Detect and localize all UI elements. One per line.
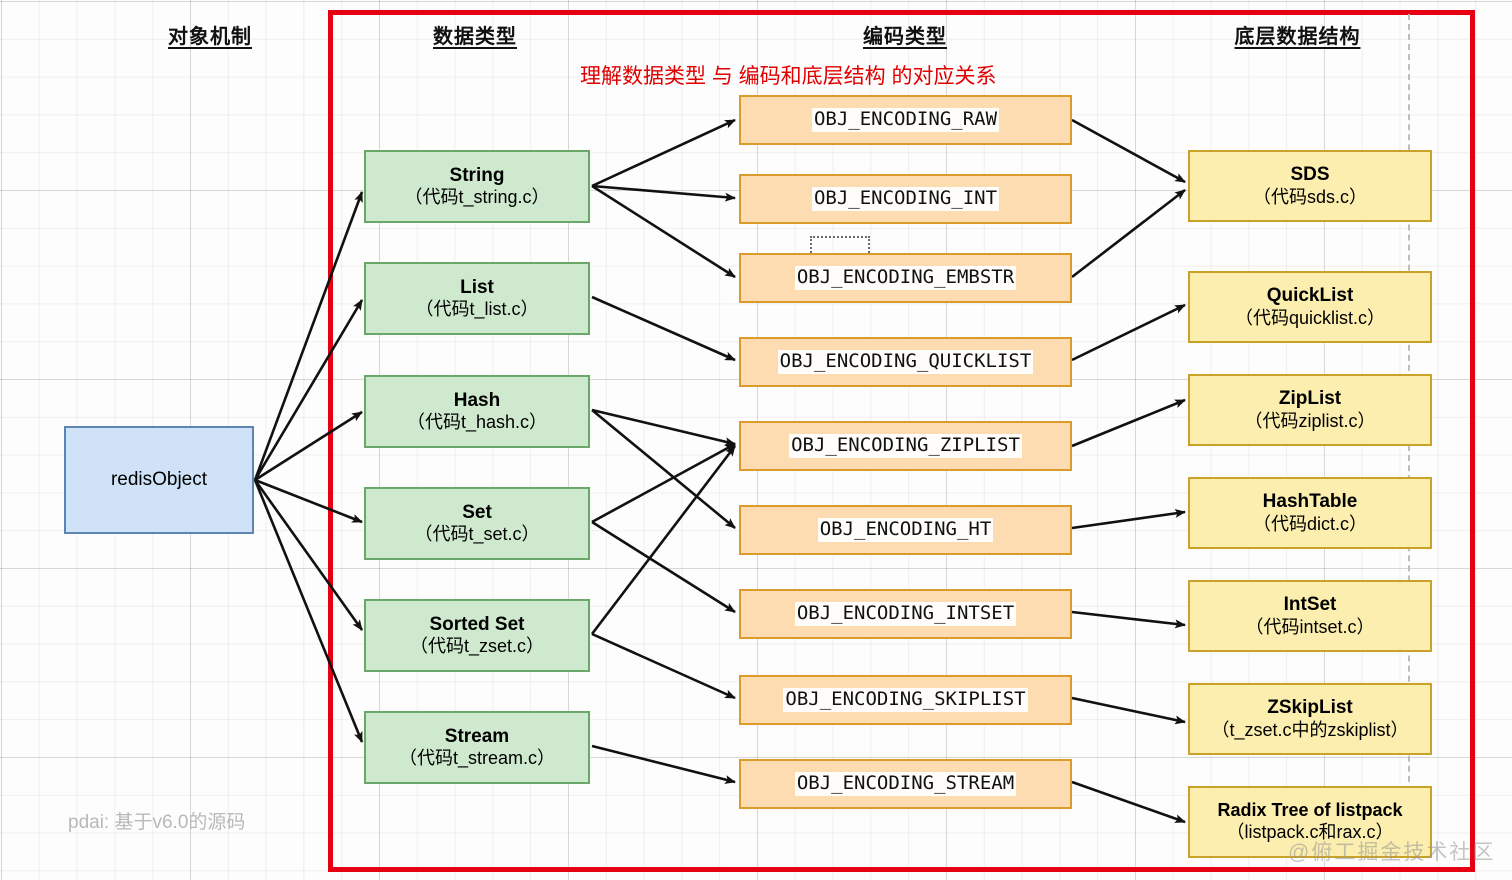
node-data-type-hash[interactable]: Hash （代码t_hash.c） <box>364 375 590 448</box>
node-subtitle: （代码intset.c） <box>1245 616 1375 637</box>
node-data-type-set[interactable]: Set （代码t_set.c） <box>364 487 590 560</box>
node-subtitle: （代码ziplist.c） <box>1244 410 1376 431</box>
node-subtitle: （代码t_stream.c） <box>398 748 556 769</box>
node-title: Sorted Set <box>429 613 525 635</box>
node-redis-object[interactable]: redisObject <box>64 426 254 534</box>
node-subtitle: （代码dict.c） <box>1252 513 1367 534</box>
column-header-underlying-structure: 底层数据结构 <box>1234 26 1361 48</box>
node-structure-intset[interactable]: IntSet （代码intset.c） <box>1188 580 1432 652</box>
node-code-label: OBJ_ENCODING_HT <box>817 518 994 542</box>
node-subtitle: （t_zset.c中的zskiplist） <box>1211 719 1409 740</box>
node-title: Hash <box>453 389 501 411</box>
node-subtitle: （代码t_list.c） <box>415 299 539 320</box>
node-title: Set <box>462 501 492 523</box>
node-redis-object-label: redisObject <box>110 469 208 491</box>
column-header-data-type: 数据类型 <box>433 26 517 48</box>
diagram-subtitle: 理解数据类型 与 编码和底层结构 的对应关系 <box>580 65 997 88</box>
node-data-type-string[interactable]: String （代码t_string.c） <box>364 150 590 223</box>
node-title: Stream <box>444 725 510 747</box>
node-structure-radix-tree[interactable]: Radix Tree of listpack （listpack.c和rax.c… <box>1188 786 1432 858</box>
node-data-type-list[interactable]: List （代码t_list.c） <box>364 262 590 335</box>
node-structure-ziplist[interactable]: ZipList （代码ziplist.c） <box>1188 374 1432 446</box>
watermark-source-note: pdai: 基于v6.0的源码 <box>68 812 246 833</box>
node-encoding-ht[interactable]: OBJ_ENCODING_HT <box>739 505 1072 555</box>
node-code-label: OBJ_ENCODING_RAW <box>811 108 1000 132</box>
node-subtitle: （代码t_zset.c） <box>409 636 545 657</box>
node-title: ZSkipList <box>1267 697 1353 719</box>
node-code-label: OBJ_ENCODING_STREAM <box>794 772 1017 796</box>
node-title: List <box>460 276 494 298</box>
node-data-type-stream[interactable]: Stream （代码t_stream.c） <box>364 711 590 784</box>
node-encoding-skiplist[interactable]: OBJ_ENCODING_SKIPLIST <box>739 675 1072 725</box>
node-encoding-stream[interactable]: OBJ_ENCODING_STREAM <box>739 759 1072 809</box>
node-encoding-int[interactable]: OBJ_ENCODING_INT <box>739 174 1072 224</box>
column-header-object-mechanism: 对象机制 <box>168 26 252 48</box>
node-encoding-intset[interactable]: OBJ_ENCODING_INTSET <box>739 589 1072 639</box>
node-structure-zskiplist[interactable]: ZSkipList （t_zset.c中的zskiplist） <box>1188 683 1432 755</box>
node-title: QuickList <box>1266 285 1354 307</box>
watermark-community: @俯工掘金技术社区 <box>1288 841 1496 864</box>
node-subtitle: （代码t_set.c） <box>414 524 540 545</box>
node-structure-sds[interactable]: SDS （代码sds.c） <box>1188 150 1432 222</box>
node-subtitle: （代码quicklist.c） <box>1234 307 1386 328</box>
node-data-type-sorted-set[interactable]: Sorted Set （代码t_zset.c） <box>364 599 590 672</box>
node-code-label: OBJ_ENCODING_QUICKLIST <box>777 350 1034 374</box>
node-code-label: OBJ_ENCODING_SKIPLIST <box>783 688 1028 712</box>
node-encoding-ziplist[interactable]: OBJ_ENCODING_ZIPLIST <box>739 421 1072 471</box>
node-title: SDS <box>1290 164 1330 186</box>
node-encoding-quicklist[interactable]: OBJ_ENCODING_QUICKLIST <box>739 337 1072 387</box>
node-title: String <box>449 164 505 186</box>
node-subtitle: （代码sds.c） <box>1252 186 1367 207</box>
node-subtitle: （代码t_string.c） <box>404 187 550 208</box>
node-encoding-embstr[interactable]: OBJ_ENCODING_EMBSTR <box>739 253 1072 303</box>
node-encoding-raw[interactable]: OBJ_ENCODING_RAW <box>739 95 1072 145</box>
node-title: HashTable <box>1262 491 1358 513</box>
column-header-encoding-type: 编码类型 <box>863 26 947 48</box>
node-code-label: OBJ_ENCODING_ZIPLIST <box>789 434 1022 458</box>
node-title: Radix Tree of listpack <box>1217 800 1403 821</box>
node-subtitle: （代码t_hash.c） <box>406 412 548 433</box>
node-title: ZipList <box>1278 388 1342 410</box>
node-code-label: OBJ_ENCODING_INT <box>811 187 1000 211</box>
node-structure-hashtable[interactable]: HashTable （代码dict.c） <box>1188 477 1432 549</box>
node-structure-quicklist[interactable]: QuickList （代码quicklist.c） <box>1188 271 1432 343</box>
node-code-label: OBJ_ENCODING_INTSET <box>794 602 1017 626</box>
node-code-label: OBJ_ENCODING_EMBSTR <box>794 266 1017 290</box>
node-title: IntSet <box>1283 594 1337 616</box>
node-subtitle: （listpack.c和rax.c） <box>1226 822 1394 842</box>
